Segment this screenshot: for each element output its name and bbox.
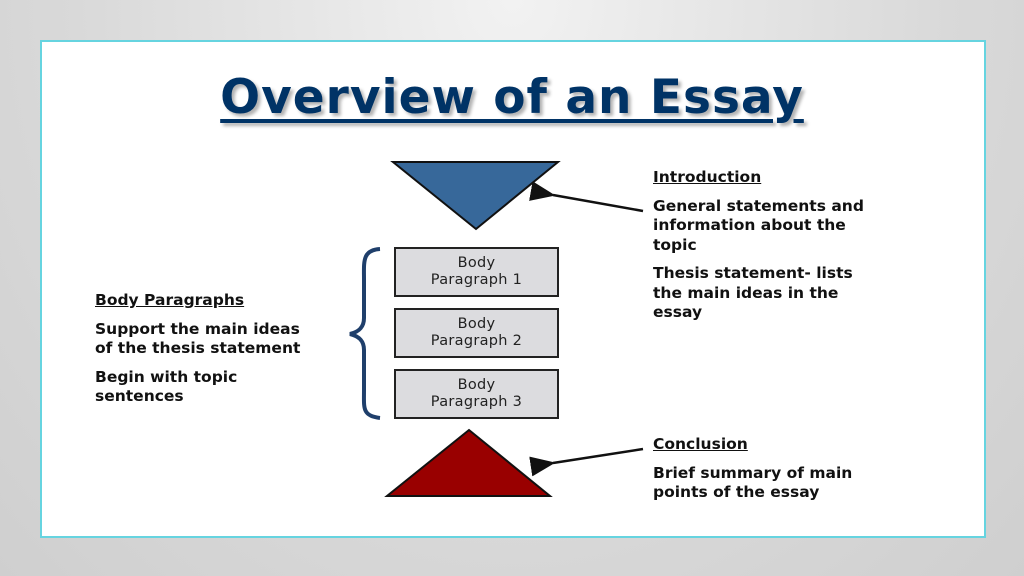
body-paragraph-1-box: Body Paragraph 1 xyxy=(394,247,559,297)
box-label: Body xyxy=(457,377,496,393)
body-paragraphs-point: Support the main ideas of the thesis sta… xyxy=(95,319,301,358)
body-paragraph-2-box: Body Paragraph 2 xyxy=(394,308,559,358)
body-brace xyxy=(349,247,381,420)
introduction-heading: Introduction xyxy=(653,168,762,186)
body-paragraphs-heading: Body Paragraphs xyxy=(95,291,245,309)
slide-title: Overview of an Essay xyxy=(220,70,804,125)
introduction-point: Thesis statement- lists the main ideas i… xyxy=(653,264,853,321)
box-label: Paragraph 2 xyxy=(430,333,523,349)
box-label: Paragraph 3 xyxy=(430,394,523,410)
body-paragraph-3-box: Body Paragraph 3 xyxy=(394,369,559,419)
conclusion-triangle xyxy=(384,428,553,497)
body-paragraphs-text: Body Paragraphs Support the main ideas o… xyxy=(95,291,320,416)
box-label: Paragraph 1 xyxy=(430,272,523,288)
introduction-point: General statements and information about… xyxy=(653,196,864,254)
introduction-triangle xyxy=(390,161,561,231)
conclusion-arrow xyxy=(529,447,644,477)
conclusion-heading: Conclusion xyxy=(653,435,748,453)
introduction-arrow xyxy=(529,181,644,213)
body-paragraphs-point: Begin with topic sentences xyxy=(95,367,238,406)
box-label: Body xyxy=(457,255,496,271)
box-label: Body xyxy=(457,316,496,332)
conclusion-text: Conclusion Brief summary of main points … xyxy=(653,435,878,512)
conclusion-point: Brief summary of main points of the essa… xyxy=(653,463,853,502)
introduction-text: Introduction General statements and info… xyxy=(653,168,893,332)
